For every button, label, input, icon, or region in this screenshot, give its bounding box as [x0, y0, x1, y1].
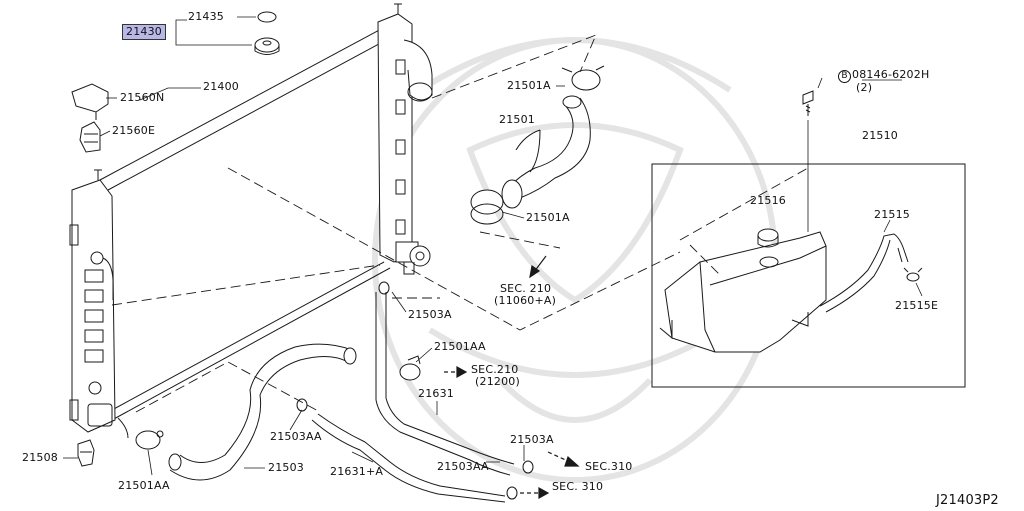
- mount-bracket: [71, 83, 109, 153]
- part-label-21631: 21631: [418, 387, 454, 400]
- hose-clamp: [117, 65, 605, 500]
- part-label-21516: 21516: [750, 194, 786, 207]
- part-label-21503: 21503: [268, 461, 304, 474]
- part-label-21501aa-mid: 21501AA: [434, 340, 486, 353]
- part-label-21503aa-right: 21503AA: [437, 460, 489, 473]
- section-arrows: [444, 255, 580, 500]
- section-ref-310-a: SEC.310: [585, 460, 633, 473]
- part-label-21515: 21515: [874, 208, 910, 221]
- part-label-21400: 21400: [203, 80, 239, 93]
- part-label-21515e: 21515E: [895, 299, 939, 312]
- section-ref-310-b: SEC. 310: [552, 480, 604, 493]
- section-ref-210-b-sub: (21200): [475, 375, 520, 388]
- bolt: [802, 90, 814, 116]
- drain-plug: [77, 439, 95, 467]
- radiator-left-tank: [69, 169, 116, 433]
- part-label-21503a-bottom: 21503A: [510, 433, 554, 446]
- section-ref-210-b: SEC.210: [471, 363, 519, 376]
- radiator-cap: [254, 11, 280, 55]
- part-label-21631a: 21631+A: [330, 465, 384, 478]
- reservoir-box: [651, 163, 966, 388]
- part-label-21435: 21435: [188, 10, 224, 23]
- part-label-21503a-mid: 21503A: [408, 308, 452, 321]
- part-label-21501a-lower: 21501A: [526, 211, 570, 224]
- reservoir-tank: [659, 228, 923, 353]
- part-label-21503aa-left: 21503AA: [270, 430, 322, 443]
- section-ref-210-a-sub: (11060+A): [494, 294, 557, 307]
- part-label-21501a-top: 21501A: [507, 79, 551, 92]
- part-label-21508: 21508: [22, 451, 58, 464]
- bolt-circle-marker: B: [838, 70, 851, 83]
- bypass-hose: [311, 292, 515, 503]
- bolt-quantity: (2): [856, 81, 873, 94]
- part-label-21510: 21510: [862, 129, 898, 142]
- part-label-21430: 21430: [122, 24, 166, 40]
- part-label-21560n: 21560N: [120, 91, 165, 104]
- diagram-code: J21403P2: [936, 493, 999, 508]
- part-label-21560e: 21560E: [112, 124, 156, 137]
- part-label-21501: 21501: [499, 113, 535, 126]
- radiator-core: [99, 26, 391, 421]
- upper-hose: [501, 95, 591, 209]
- dashed-guides: [111, 34, 809, 413]
- part-label-21501aa-bottom: 21501AA: [118, 479, 170, 492]
- section-ref-210-a: SEC. 210: [500, 282, 552, 295]
- bolt-part-number: 08146-6202H: [852, 68, 930, 81]
- leader-lines: [63, 16, 923, 476]
- radiator-right-tank: [377, 3, 433, 275]
- lower-hose: [168, 343, 357, 481]
